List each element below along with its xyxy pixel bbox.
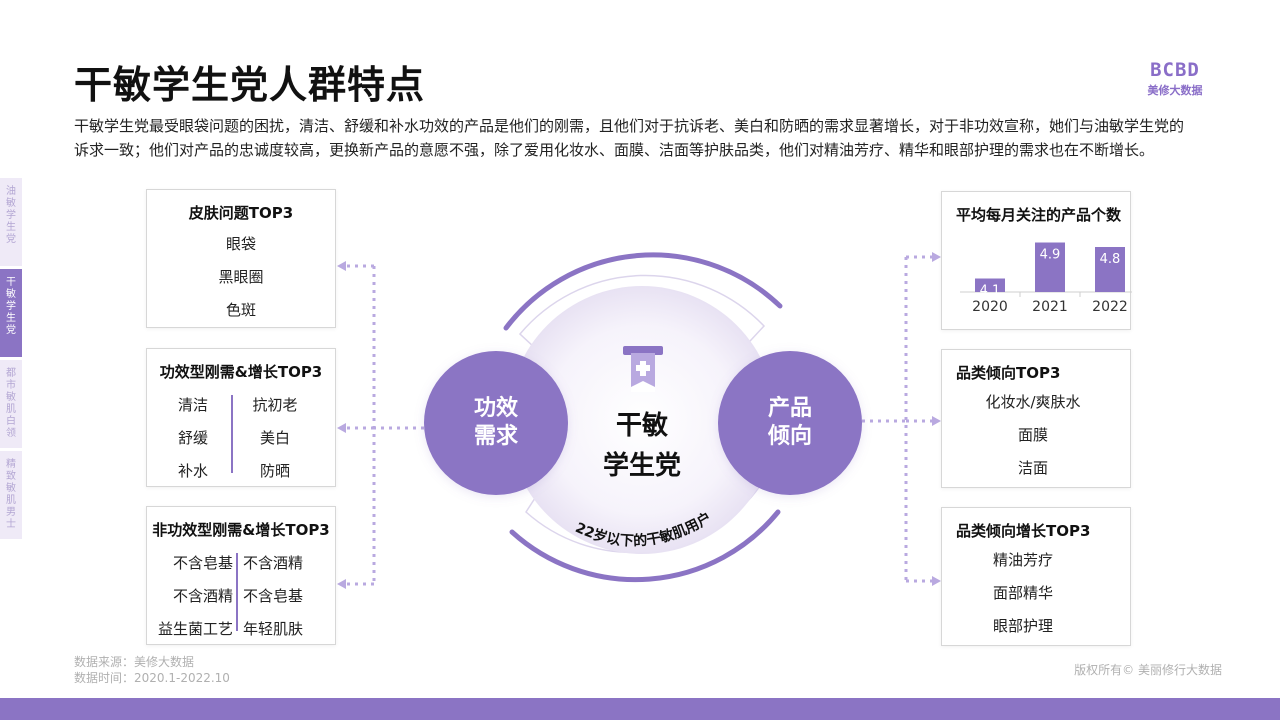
product-circle-label: 产品 倾向 — [740, 395, 840, 451]
list-item: 面部精华 — [992, 584, 1053, 602]
efficacy-title: 功效型刚需&增长TOP3 — [159, 363, 323, 381]
column-divider — [236, 553, 238, 631]
list-item: 眼袋 — [225, 235, 256, 253]
side-tab-label: 油敏学生党 — [6, 186, 16, 245]
non-efficacy-title: 非功效型刚需&增长TOP3 — [152, 521, 330, 539]
data-source: 数据来源：美修大数据 — [74, 655, 195, 669]
list-item: 化妆水/爽肤水 — [985, 393, 1081, 411]
side-tab-refined-men[interactable]: 精致敏肌男士 — [0, 451, 22, 539]
side-tab-dry-students[interactable]: 干敏学生党 — [0, 269, 22, 357]
side-tab-label: 精致敏肌男士 — [6, 459, 16, 530]
side-tab-oily-students[interactable]: 油敏学生党 — [0, 178, 22, 266]
bar-2020 — [975, 278, 1005, 292]
bar-value-label-2021: 4.9 — [1040, 248, 1061, 263]
x-tick-label-2021: 2021 — [1032, 299, 1068, 315]
efficacy-label-line-1: 功效 — [473, 396, 518, 421]
skin-issues-title: 皮肤问题TOP3 — [188, 204, 294, 222]
bar-value-label-2020: 4.1 — [980, 284, 1001, 299]
list-item: 面膜 — [1017, 426, 1048, 444]
product-label-line-1: 产品 — [767, 396, 812, 421]
list-item: 不含皂基 — [172, 554, 233, 572]
center-label: 干敏 学生党 — [582, 406, 702, 486]
copyright: 版权所有© 美丽修行大数据 — [1074, 663, 1222, 677]
brand-name: 美修大数据 — [1147, 84, 1203, 97]
list-item: 色斑 — [225, 301, 256, 319]
brand-logo: BCBD 美修大数据 — [1140, 60, 1210, 98]
list-item: 防晒 — [259, 462, 290, 480]
list-item: 洁面 — [1017, 459, 1048, 477]
right-arrowheads — [932, 252, 941, 586]
outer-arc-top — [503, 252, 783, 331]
center-label-line-2: 学生党 — [602, 451, 681, 481]
bar-value-label-2022: 4.8 — [1100, 252, 1121, 267]
product-circle — [718, 351, 862, 495]
list-item: 舒缓 — [177, 429, 208, 447]
list-item: 精油芳疗 — [992, 551, 1053, 569]
side-tabs: 油敏学生党 干敏学生党 都市敏肌白领 精致敏肌男士 — [0, 178, 22, 542]
bar-2022 — [1095, 247, 1125, 292]
x-tick-label-2022: 2022 — [1092, 299, 1128, 315]
page-title: 干敏学生党人群特点 — [74, 63, 426, 107]
list-item: 不含酒精 — [243, 554, 304, 572]
list-item: 美白 — [259, 429, 290, 447]
list-item: 黑眼圈 — [218, 268, 264, 286]
column-divider — [231, 395, 233, 473]
product-label-line-2: 倾向 — [767, 424, 812, 449]
list-item: 抗初老 — [252, 396, 298, 414]
brand-logo-mark: BCBD — [1150, 59, 1200, 81]
right-connectors — [862, 255, 932, 583]
product-tag-icon — [623, 346, 663, 392]
data-footnote: 数据来源：美修大数据 数据时间：2020.1-2022.10 — [74, 654, 230, 686]
center-label-line-1: 干敏 — [615, 411, 668, 441]
list-item: 年轻肌肤 — [243, 620, 304, 638]
list-item: 不含酒精 — [172, 587, 233, 605]
outer-arc-bottom — [509, 509, 781, 583]
efficacy-circle — [424, 351, 568, 495]
list-item: 不含皂基 — [243, 587, 304, 605]
side-tab-label: 干敏学生党 — [6, 277, 16, 336]
center-disc — [508, 286, 776, 554]
list-item: 眼部护理 — [992, 617, 1053, 635]
list-item: 清洁 — [177, 396, 208, 414]
non-efficacy-box: 非功效型刚需&增长TOP3 不含皂基 不含酒精 益生菌工艺 不含酒精 不含皂基 … — [146, 506, 336, 645]
left-arrowheads — [337, 261, 346, 589]
efficacy-label-line-2: 需求 — [473, 424, 518, 449]
category-growth-title: 品类倾向增长TOP3 — [956, 522, 1091, 540]
category-box: 品类倾向TOP3 化妆水/爽肤水 面膜 洁面 — [941, 349, 1131, 488]
efficacy-circle-label: 功效 需求 — [446, 395, 546, 451]
efficacy-box: 功效型刚需&增长TOP3 清洁 舒缓 补水 抗初老 美白 防晒 — [146, 348, 336, 487]
list-item: 益生菌工艺 — [157, 620, 233, 638]
category-title: 品类倾向TOP3 — [956, 364, 1061, 382]
left-connectors — [345, 264, 424, 586]
list-item: 补水 — [177, 462, 208, 480]
bottom-bar — [0, 698, 1280, 720]
data-period: 数据时间：2020.1-2022.10 — [74, 671, 230, 685]
side-tab-urban-office[interactable]: 都市敏肌白领 — [0, 360, 22, 448]
description-text: 干敏学生党最受眼袋问题的困扰，清洁、舒缓和补水功效的产品是他们的刚需，且他们对于… — [74, 117, 1185, 159]
x-tick-label-2020: 2020 — [972, 299, 1008, 315]
side-tab-label: 都市敏肌白领 — [6, 368, 16, 439]
chart-title: 平均每月关注的产品个数 — [956, 206, 1122, 224]
bar-2021 — [1035, 242, 1065, 292]
skin-issues-box: 皮肤问题TOP3 眼袋 黑眼圈 色斑 — [146, 189, 336, 328]
category-growth-box: 品类倾向增长TOP3 精油芳疗 面部精华 眼部护理 — [941, 507, 1131, 646]
